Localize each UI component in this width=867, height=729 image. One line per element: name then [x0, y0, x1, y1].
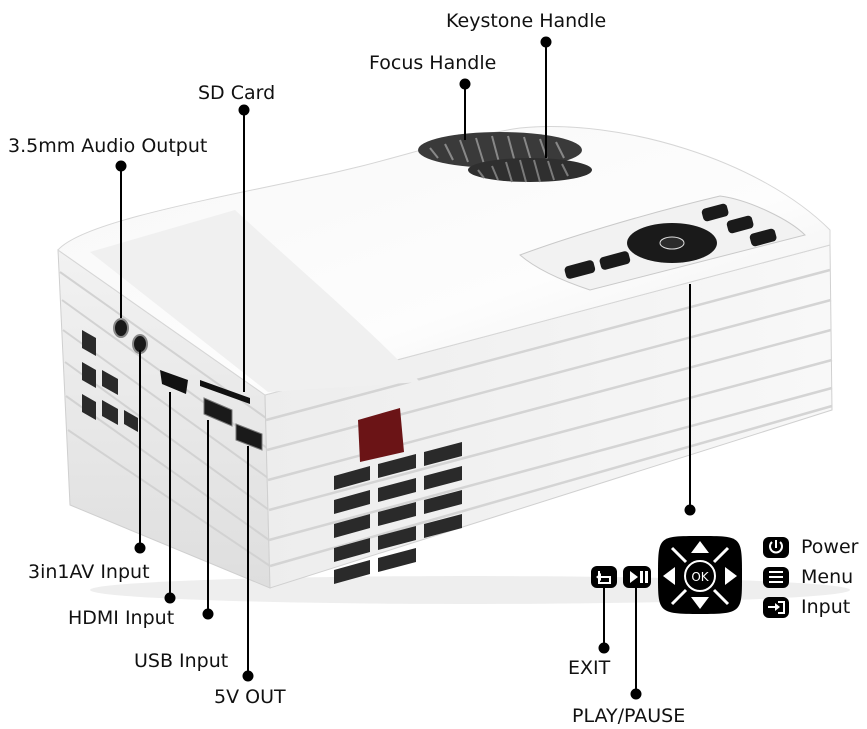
dc-out-port: [235, 423, 263, 451]
input-icon: [763, 597, 789, 618]
label-power: Power: [801, 536, 859, 558]
top-sheen: [90, 210, 420, 392]
usb-port: [203, 397, 233, 427]
front-vents: [334, 442, 462, 584]
callout-lines: [115, 36, 696, 700]
label-hdmi-input: HDMI Input: [68, 607, 175, 629]
label-av-input: 3in1AV Input: [28, 561, 150, 583]
audio-jack: [113, 318, 129, 338]
label-usb-input: USB Input: [134, 650, 229, 672]
ir-window: [358, 408, 404, 462]
sd-slot: [200, 380, 250, 404]
label-focus-handle: Focus Handle: [369, 52, 497, 74]
power-icon: [763, 537, 789, 558]
dpad-icon: [658, 536, 742, 614]
exit-icon: [591, 566, 617, 588]
left-vents: [82, 330, 138, 432]
label-sd-card: SD Card: [198, 82, 276, 104]
play-pause-icon: [623, 566, 651, 588]
label-audio-output: 3.5mm Audio Output: [8, 135, 208, 157]
label-input: Input: [801, 596, 851, 618]
label-play-pause: PLAY/PAUSE: [572, 705, 686, 727]
menu-icon: [763, 567, 789, 588]
label-exit: EXIT: [568, 657, 611, 679]
keystone-wheel: [468, 158, 592, 183]
ports: [113, 318, 263, 451]
label-keystone-handle: Keystone Handle: [446, 10, 607, 32]
label-menu: Menu: [801, 566, 854, 588]
panel-buttons: [564, 203, 777, 279]
hdmi-port: [160, 370, 188, 394]
label-5v-out: 5V OUT: [214, 686, 286, 708]
ok-label: OK: [691, 570, 709, 584]
